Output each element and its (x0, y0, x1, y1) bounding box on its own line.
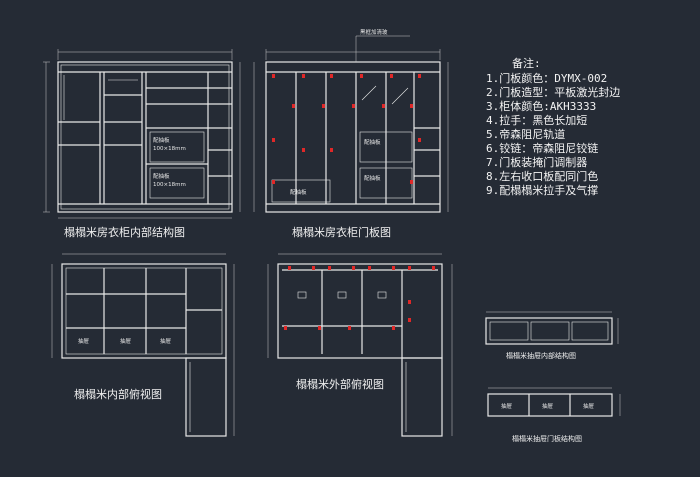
handle-marker (392, 266, 395, 270)
note-1: 1.门板颜色：DYMX-002 (486, 71, 607, 85)
handle-marker (352, 104, 355, 108)
handle-marker (390, 74, 393, 78)
note-4: 4.拉手：黑色长加短 (486, 113, 587, 127)
drawer-door-label-3: 抽屉 (583, 402, 595, 410)
drawer-door-label-1: 抽屉 (501, 402, 513, 410)
wardrobe-door-title: 榻榻米房衣柜门板图 (292, 225, 391, 239)
handle-marker (330, 74, 333, 78)
spec-label-1: 100×18mm (153, 146, 186, 152)
drawer-interior-title: 榻榻米抽屉内部结构图 (506, 351, 576, 360)
drawer-door-view: 抽屉 抽屉 抽屉 (487, 387, 621, 417)
tatami-exterior-title: 榻榻米外部俯视图 (296, 377, 384, 391)
drawer-interior-view (485, 311, 619, 345)
drawer-label-3: 抽屉 (160, 337, 172, 345)
drawer-door-title: 榻榻米抽屉门板结构图 (512, 434, 582, 443)
handle-marker (352, 266, 355, 270)
handle-marker (432, 266, 435, 270)
wardrobe-door-view: 配抽板 配抽板 配抽板 黑框加清玻 (253, 28, 449, 213)
handle-marker (348, 326, 351, 330)
pull-out-label-4: 配抽板 (364, 174, 381, 182)
drawer-label-2: 抽屉 (120, 337, 132, 345)
handle-marker (312, 266, 315, 270)
glass-callout: 黑框加清玻 (360, 28, 388, 36)
handle-marker (292, 104, 295, 108)
wardrobe-interior-title: 榻榻米房衣柜内部结构图 (64, 225, 185, 239)
handle-marker (408, 266, 411, 270)
exterior-handle-markers (284, 266, 435, 330)
note-3: 3.柜体颜色:AKH3333 (486, 99, 596, 113)
tatami-interior-top-view: 抽屉 抽屉 抽屉 (51, 253, 235, 437)
pull-out-label-1: 配抽板 (153, 136, 170, 144)
note-7: 7.门板装掩门调制器 (486, 155, 587, 169)
handle-marker (392, 326, 395, 330)
tatami-interior-title: 榻榻米内部俯视图 (74, 387, 162, 401)
note-9: 9.配榻榻米拉手及气撑 (486, 183, 598, 197)
handle-marker (318, 326, 321, 330)
note-6: 6.铰链：帝森阻尼铰链 (486, 141, 598, 155)
handle-marker (418, 74, 421, 78)
handle-marker (272, 138, 275, 142)
drawer-label-1: 抽屉 (78, 337, 90, 345)
handle-marker (272, 74, 275, 78)
note-8: 8.左右收口板配同门色 (486, 169, 598, 183)
handle-marker (330, 148, 333, 152)
handle-marker (284, 326, 287, 330)
handle-marker (272, 180, 275, 184)
door-handle-markers (272, 74, 421, 184)
note-2: 2.门板造型：平板激光封边 (486, 85, 620, 99)
handle-marker (410, 180, 413, 184)
pull-out-label-3: 配抽板 (364, 138, 381, 146)
handle-marker (302, 148, 305, 152)
note-5: 5.帝森阻尼轨道 (486, 127, 565, 141)
spec-label-2: 100×18mm (153, 182, 186, 188)
pull-out-label-2: 配抽板 (153, 172, 170, 180)
tatami-exterior-top-view (267, 253, 453, 437)
handle-marker (408, 300, 411, 304)
handle-marker (418, 138, 421, 142)
drawer-door-label-2: 抽屉 (542, 402, 554, 410)
notes-heading: 备注: (512, 56, 541, 70)
handle-marker (322, 104, 325, 108)
handle-marker (408, 318, 411, 322)
notes-block: 备注: 1.门板颜色：DYMX-002 2.门板造型：平板激光封边 3.柜体颜色… (486, 56, 620, 197)
handle-marker (382, 104, 385, 108)
handle-marker (368, 266, 371, 270)
wardrobe-interior-view: 配抽板 100×18mm 配抽板 100×18mm (43, 49, 241, 219)
handle-marker (288, 266, 291, 270)
handle-marker (328, 266, 331, 270)
handle-marker (302, 74, 305, 78)
handle-marker (360, 74, 363, 78)
handle-marker (410, 104, 413, 108)
pull-out-door-label: 配抽板 (290, 188, 307, 196)
